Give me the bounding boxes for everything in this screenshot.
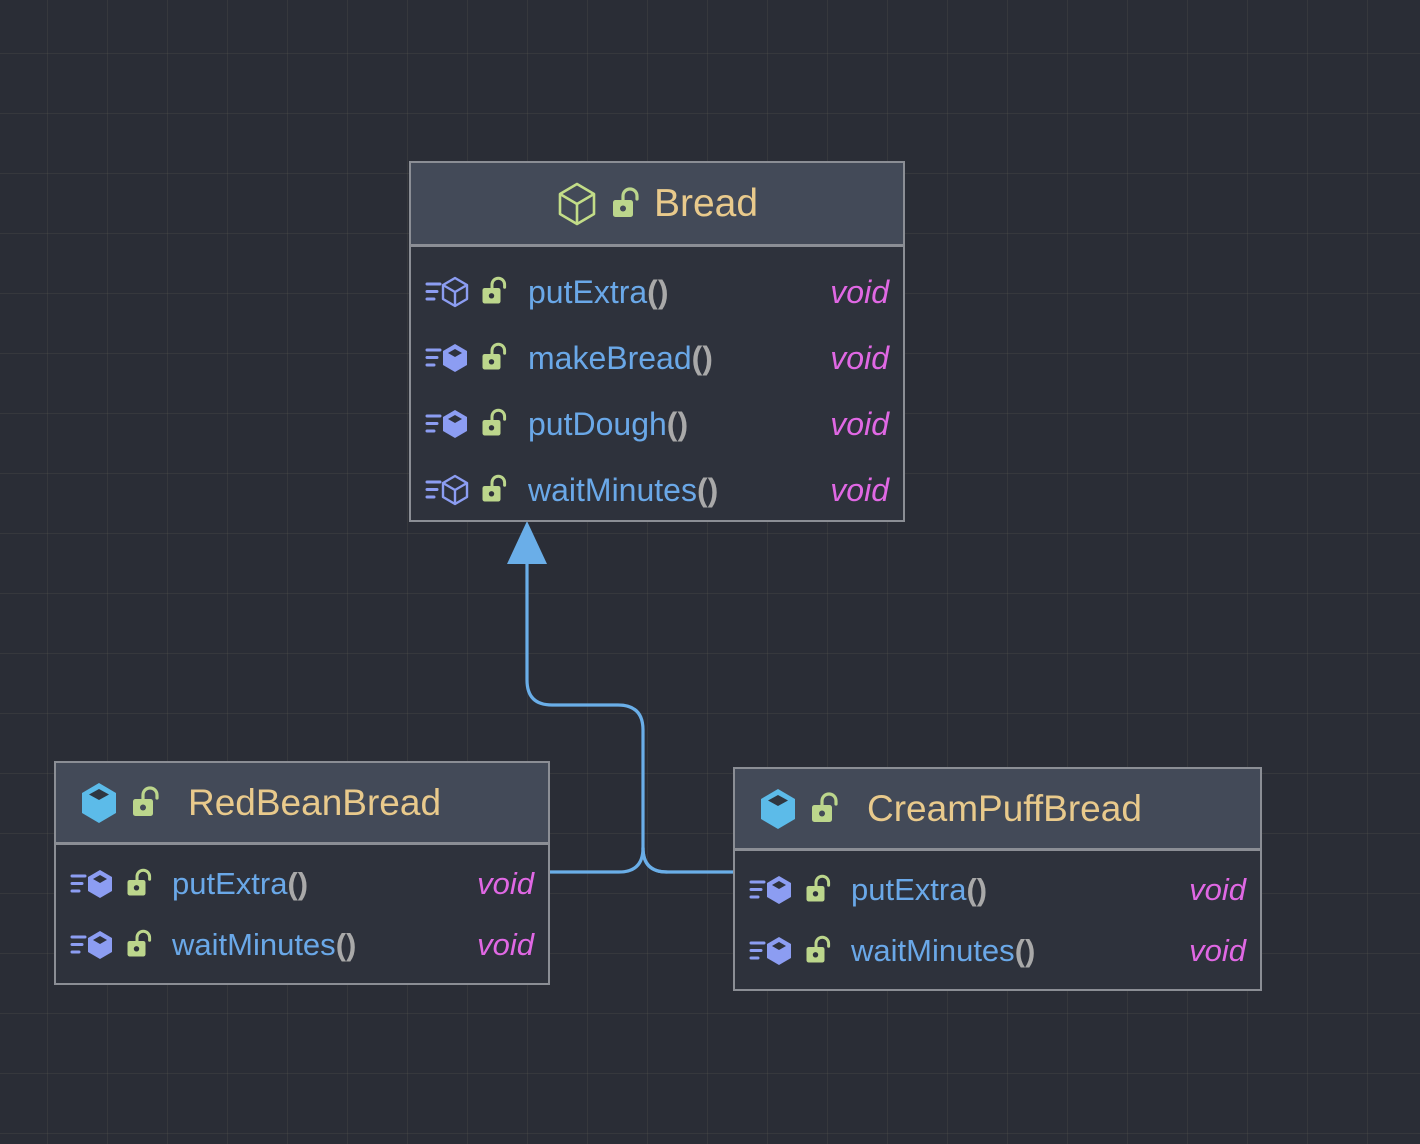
unlocked-padlock-icon [610, 185, 642, 223]
unlocked-padlock-icon [480, 341, 510, 375]
member-list-creampuffbread: putExtra () void [735, 851, 1260, 989]
method-name: waitMinutes [528, 471, 697, 508]
class-box-redbeanbread[interactable]: RedBeanBread [54, 761, 550, 985]
unlocked-padlock-icon [809, 790, 841, 828]
method-name: makeBread [528, 339, 692, 376]
unlocked-padlock-icon [480, 407, 510, 441]
member-row[interactable]: putExtra () void [749, 859, 1246, 920]
method-parens: () [696, 471, 719, 508]
member-list-bread: putExtra () void [411, 247, 903, 533]
method-parens: () [335, 926, 357, 962]
method-parens: () [287, 865, 309, 901]
generalization-edge-redbean [548, 846, 645, 874]
method-cube-icon [425, 407, 471, 441]
abstract-method-cube-icon [425, 473, 471, 507]
method-cube-icon [425, 341, 471, 375]
method-parens: () [691, 339, 713, 376]
member-row[interactable]: waitMinutes () void [749, 920, 1246, 981]
method-name: putExtra [851, 871, 967, 907]
member-list-redbeanbread: putExtra () void [56, 845, 548, 983]
member-row[interactable]: makeBread () void [425, 325, 889, 391]
member-row[interactable]: waitMinutes () void [70, 914, 534, 975]
generalization-edge-creampuff [641, 846, 735, 874]
method-cube-icon [749, 873, 795, 907]
method-return-type: void [830, 273, 889, 310]
method-return-type: void [1189, 871, 1246, 907]
member-row[interactable]: putExtra () void [70, 853, 534, 914]
method-cube-icon [70, 928, 116, 962]
class-header-creampuffbread[interactable]: CreamPuffBread [735, 769, 1260, 851]
class-box-bread[interactable]: Bread [409, 161, 905, 522]
method-name: putExtra [528, 273, 648, 310]
member-row[interactable]: waitMinutes () void [425, 457, 889, 523]
unlocked-padlock-icon [480, 473, 510, 507]
abstract-class-cube-icon [556, 181, 598, 227]
class-header-bread[interactable]: Bread [411, 163, 903, 247]
method-name: waitMinutes [851, 932, 1015, 968]
class-name-redbeanbread: RedBeanBread [188, 781, 442, 823]
class-cube-icon [757, 786, 799, 832]
class-header-redbeanbread[interactable]: RedBeanBread [56, 763, 548, 845]
method-name: putExtra [172, 865, 288, 901]
method-parens: () [647, 273, 669, 310]
class-cube-icon [78, 780, 120, 826]
method-parens: () [966, 871, 988, 907]
method-name: putDough [528, 405, 667, 442]
unlocked-padlock-icon [125, 928, 155, 962]
method-return-type: void [477, 865, 534, 901]
member-row[interactable]: putExtra () void [425, 259, 889, 325]
unlocked-padlock-icon [130, 784, 162, 822]
unlocked-padlock-icon [125, 867, 155, 901]
method-return-type: void [477, 926, 534, 962]
method-cube-icon [749, 934, 795, 968]
member-row[interactable]: putDough () void [425, 391, 889, 457]
method-cube-icon [70, 867, 116, 901]
method-name: waitMinutes [172, 926, 336, 962]
method-parens: () [666, 405, 689, 442]
class-box-creampuffbread[interactable]: CreamPuffBread [733, 767, 1262, 991]
unlocked-padlock-icon [480, 275, 510, 309]
method-return-type: void [830, 339, 889, 376]
method-return-type: void [1189, 932, 1246, 968]
class-name-bread: Bread [653, 181, 759, 225]
unlocked-padlock-icon [804, 873, 834, 907]
abstract-method-cube-icon [425, 275, 471, 309]
class-name-creampuffbread: CreamPuffBread [867, 787, 1142, 829]
unlocked-padlock-icon [804, 934, 834, 968]
method-return-type: void [830, 471, 889, 508]
method-parens: () [1014, 932, 1036, 968]
method-return-type: void [830, 405, 889, 442]
